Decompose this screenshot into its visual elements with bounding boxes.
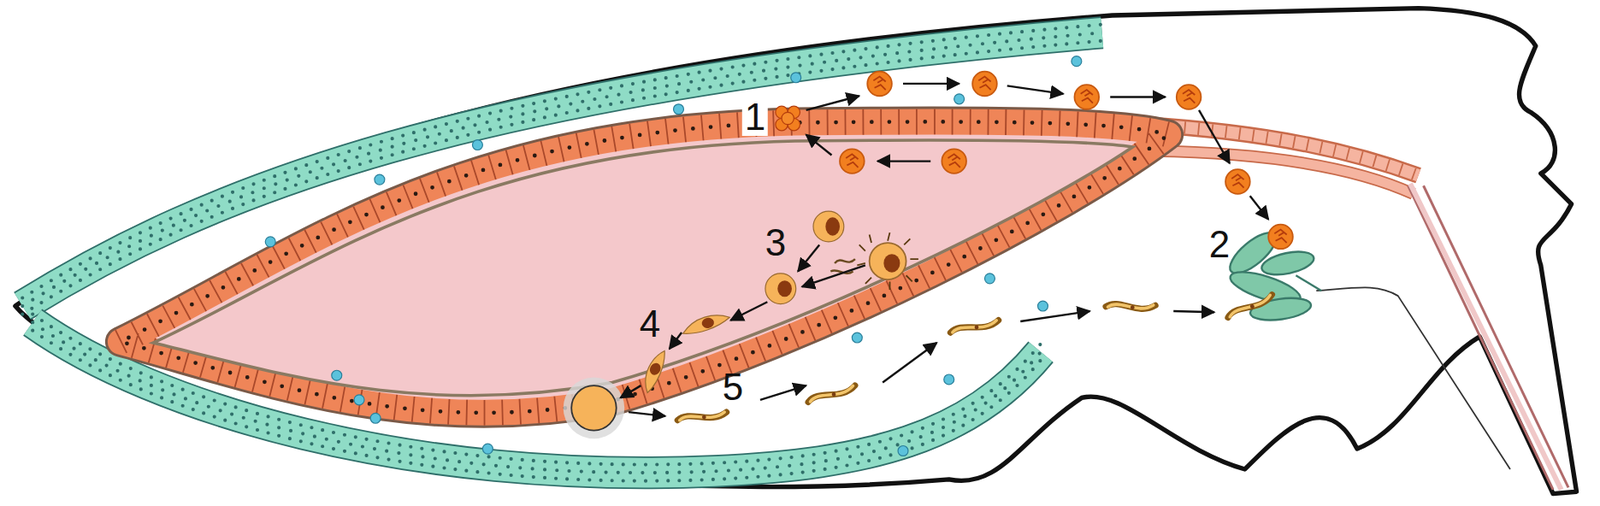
- parasite-stages: [563, 71, 1293, 440]
- callout-number: 3: [765, 224, 786, 262]
- body-outline: [15, 8, 1577, 495]
- midgut: [120, 121, 1169, 413]
- callout-number: 4: [639, 305, 661, 343]
- foregut-tube: [1142, 124, 1569, 491]
- hemocytes: [265, 56, 1082, 457]
- callout-number: 5: [722, 368, 744, 407]
- cycle-arrows: [619, 83, 1269, 417]
- callout-number: 1: [742, 98, 768, 136]
- callout-number: 2: [1209, 225, 1230, 264]
- salivary-gland: [1223, 225, 1511, 469]
